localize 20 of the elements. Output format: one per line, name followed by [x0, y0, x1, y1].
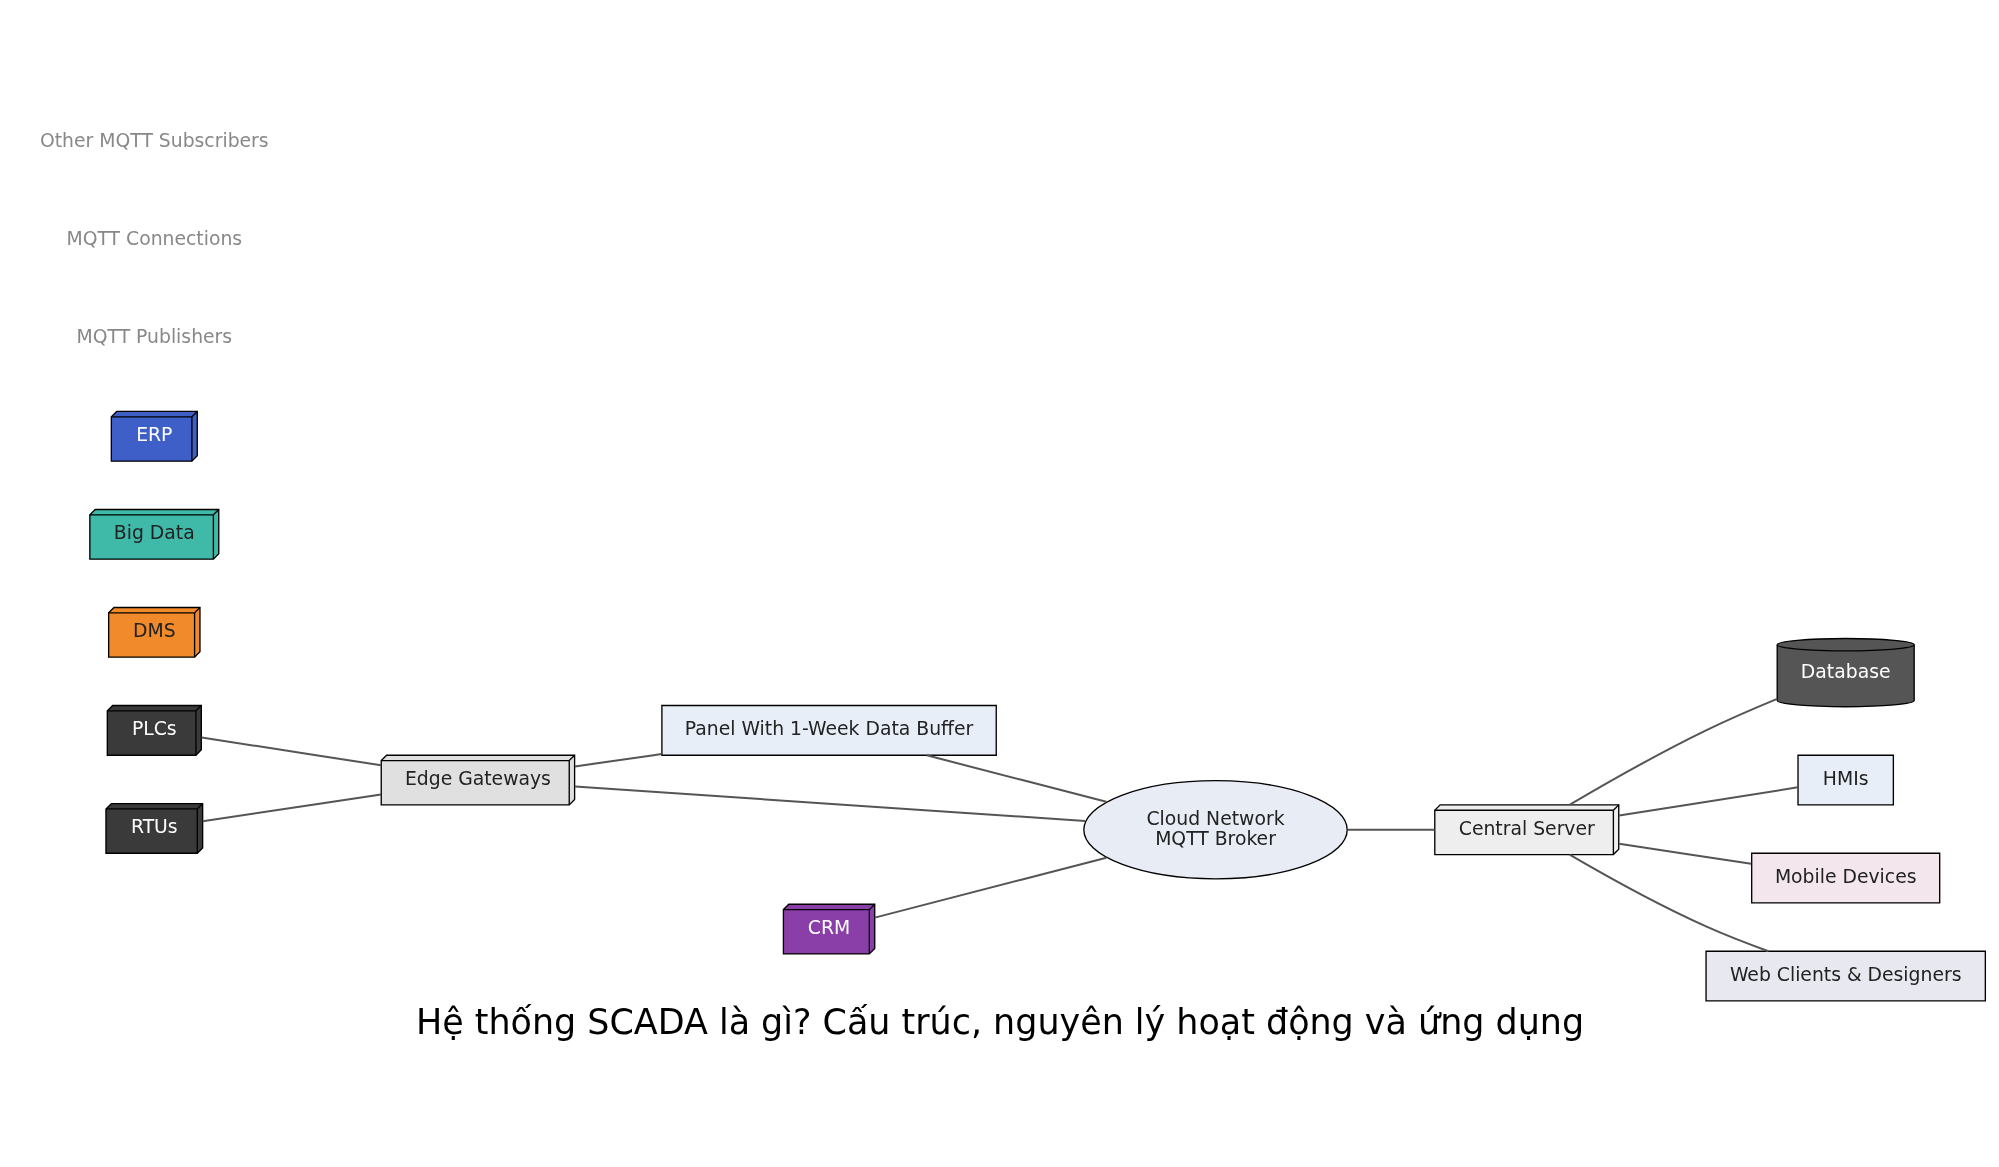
node-ellipse: Cloud Network MQTT Broker: [1082, 779, 1348, 879]
connector: [926, 753, 1107, 803]
node-box: Web Clients & Designers: [1704, 950, 1986, 1002]
label: MQTT Connections: [66, 227, 242, 249]
connector: [574, 752, 661, 767]
connector: [874, 856, 1107, 919]
connector: [1568, 853, 1769, 952]
connector: [200, 736, 381, 766]
node-box: HMIs: [1796, 754, 1894, 806]
label: MQTT Publishers: [76, 325, 232, 347]
connector: [1568, 697, 1778, 806]
node-box: Panel With 1-Week Data Buffer: [660, 704, 997, 756]
connector: [1347, 828, 1435, 831]
diagram-title: Hệ thống SCADA là gì? Cấu trúc, nguyên lý hoạt động và ứng dụng: [415, 1001, 1584, 1042]
connector: [574, 785, 1085, 822]
node-box: Mobile Devices: [1750, 852, 1940, 904]
connector: [202, 792, 381, 822]
connector: [1618, 842, 1751, 865]
label: Other MQTT Subscribers: [39, 129, 269, 151]
connector: [1618, 785, 1798, 816]
